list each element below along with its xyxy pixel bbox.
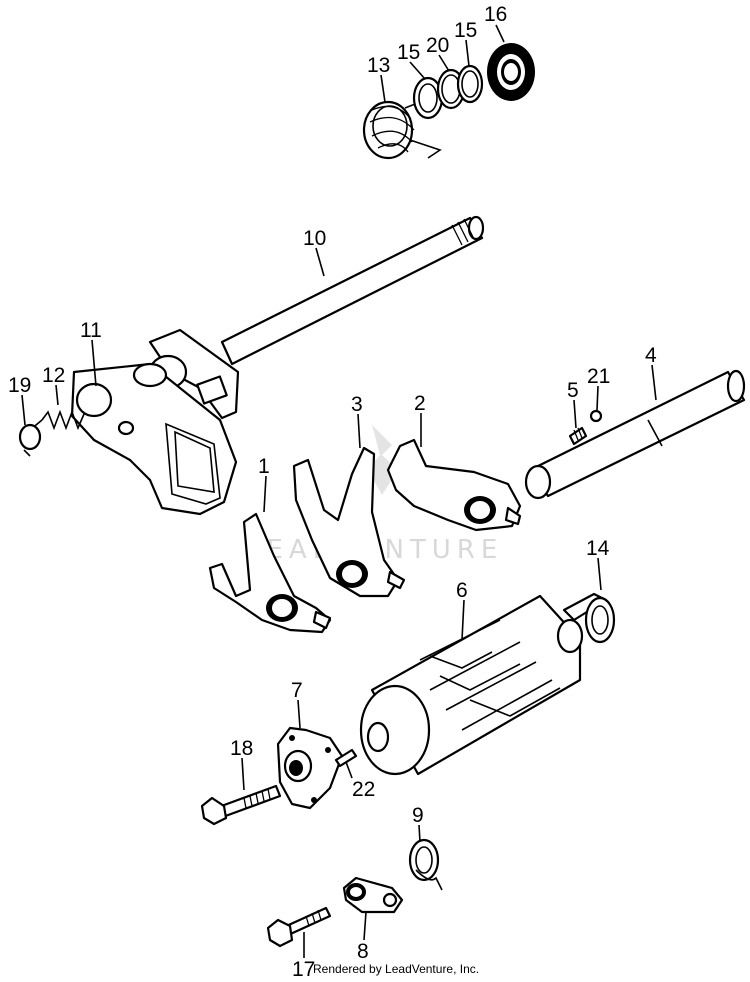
callout-15-b: 15 <box>454 19 477 42</box>
callout-3: 3 <box>351 393 363 416</box>
part-4-fork-shaft[interactable] <box>524 369 746 500</box>
callout-1: 1 <box>258 455 270 478</box>
part-9-spring[interactable] <box>408 838 443 891</box>
callout-10: 10 <box>303 227 326 250</box>
callout-16: 16 <box>484 3 507 26</box>
part-2-shift-fork[interactable] <box>386 438 522 532</box>
callout-11: 11 <box>80 319 102 342</box>
part-18-bolt[interactable] <box>200 784 282 826</box>
callout-9: 9 <box>412 804 424 827</box>
callout-7: 7 <box>291 679 303 702</box>
callout-6: 6 <box>456 579 468 602</box>
callout-18: 18 <box>230 737 253 760</box>
callout-2: 2 <box>414 392 426 415</box>
part-16-oil-seal[interactable] <box>487 43 535 101</box>
part-14-stopper-arm[interactable] <box>562 592 616 644</box>
part-21-steel-ball[interactable] <box>589 409 603 423</box>
callout-19: 19 <box>8 374 31 397</box>
callout-labels: 13 15 20 15 16 10 11 12 19 4 5 21 2 3 1 … <box>8 3 657 981</box>
callout-4: 4 <box>645 344 657 367</box>
callout-22: 22 <box>352 778 375 801</box>
part-17-bolt[interactable] <box>266 906 332 948</box>
callout-15-a: 15 <box>397 41 420 64</box>
part-8-stopper-plate[interactable] <box>342 876 404 914</box>
callout-17: 17 <box>292 958 315 981</box>
part-5-pin[interactable] <box>568 426 588 446</box>
part-3-shift-fork[interactable] <box>292 446 406 598</box>
part-19-clip[interactable] <box>18 423 42 457</box>
callout-13: 13 <box>367 54 390 77</box>
callout-12: 12 <box>42 364 65 387</box>
leader-lines <box>21 24 657 958</box>
callout-5: 5 <box>567 379 579 402</box>
part-11-gearshift-arm[interactable] <box>70 328 240 516</box>
part-7-cam-plate[interactable] <box>276 726 344 810</box>
callout-8: 8 <box>357 940 369 963</box>
part-15-washer-b[interactable] <box>456 64 484 104</box>
part-10-gearshift-spindle[interactable] <box>220 215 485 366</box>
callout-21: 21 <box>587 365 610 388</box>
callout-14: 14 <box>586 537 610 560</box>
part-6-shift-drum[interactable] <box>359 594 584 776</box>
credit-text: Rendered by LeadVenture, Inc. <box>313 962 480 976</box>
part-22-dowel-pin[interactable] <box>334 748 358 768</box>
part-1-shift-fork[interactable] <box>208 512 332 634</box>
callout-20: 20 <box>426 34 449 57</box>
